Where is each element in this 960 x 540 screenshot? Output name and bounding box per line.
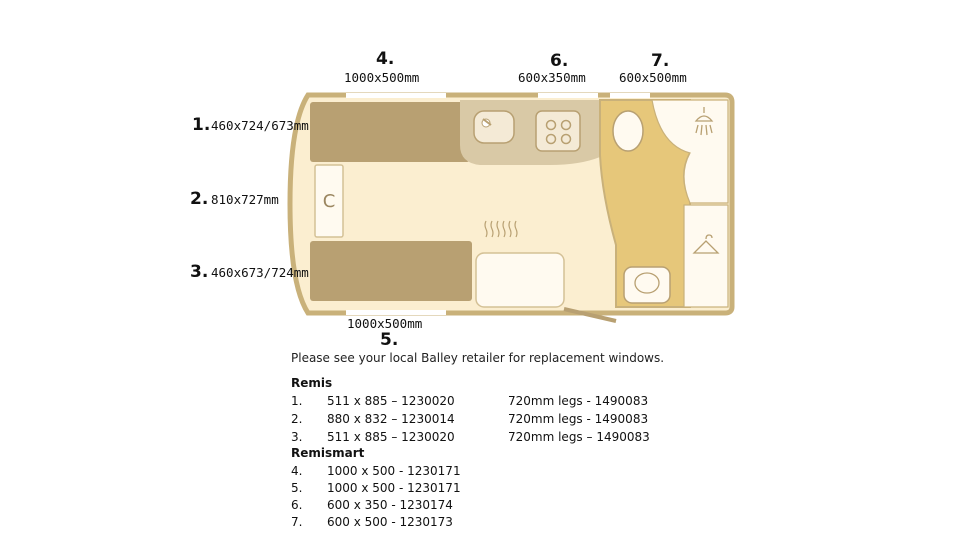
callout-6-size: 600x350mm (518, 70, 586, 85)
window-4 (346, 93, 446, 98)
callout-4-number: 4. (376, 49, 395, 69)
item-index: 4. (291, 464, 303, 478)
callout-7-number: 7. (651, 51, 670, 71)
caravan-floor-plan: C (287, 92, 735, 323)
entrance-door (563, 307, 617, 323)
item-part: 880 x 832 – 1230014 (327, 412, 455, 426)
callout-3-number: 3. (190, 262, 209, 282)
callout-4-size: 1000x500mm (344, 70, 420, 85)
seat-top (310, 102, 470, 162)
callout-5-size: 1000x500mm (347, 316, 423, 331)
callout-1-number: 1. (192, 115, 211, 135)
item-index: 6. (291, 498, 303, 512)
seat-bottom (310, 241, 472, 301)
window-7 (610, 93, 650, 98)
item-part: 600 x 350 - 1230174 (327, 498, 453, 512)
callout-1-size: 460x724/673mm (211, 118, 309, 133)
shower-icon (694, 107, 714, 136)
cabinet (475, 252, 565, 308)
heater-icon (484, 220, 518, 238)
item-part: 1000 x 500 - 1230171 (327, 464, 461, 478)
shower-area (651, 99, 729, 204)
callout-2-size: 810x727mm (211, 192, 279, 207)
sink-icon (473, 110, 515, 144)
item-legs: 720mm legs - 1490083 (508, 394, 649, 408)
item-part: 511 x 885 – 1230020 (327, 430, 455, 444)
washbasin-icon (623, 266, 671, 304)
toilet-icon (612, 110, 644, 152)
item-legs: 720mm legs - 1490083 (508, 412, 649, 426)
item-index: 3. (291, 430, 303, 444)
callout-7-size: 600x500mm (619, 70, 687, 85)
item-part: 1000 x 500 - 1230171 (327, 481, 461, 495)
item-index: 7. (291, 515, 303, 529)
list-heading-remismart: Remismart (291, 446, 365, 460)
hanger-icon (692, 234, 720, 254)
window-6 (538, 93, 598, 98)
item-index: 1. (291, 394, 303, 408)
callout-2-number: 2. (190, 189, 209, 209)
item-index: 5. (291, 481, 303, 495)
hob-icon (535, 110, 581, 152)
callout-6-number: 6. (550, 51, 569, 71)
item-index: 2. (291, 412, 303, 426)
item-part: 511 x 885 – 1230020 (327, 394, 455, 408)
list-heading-remis: Remis (291, 376, 333, 390)
item-part: 600 x 500 - 1230173 (327, 515, 453, 529)
replacement-notice: Please see your local Balley retailer fo… (291, 351, 665, 365)
table-letter: C (323, 191, 336, 212)
table (314, 164, 344, 238)
callout-5-number: 5. (380, 330, 399, 350)
callout-3-size: 460x673/724mm (211, 265, 309, 280)
wardrobe (683, 204, 729, 308)
window-5 (346, 310, 446, 315)
item-legs: 720mm legs – 1490083 (508, 430, 650, 444)
